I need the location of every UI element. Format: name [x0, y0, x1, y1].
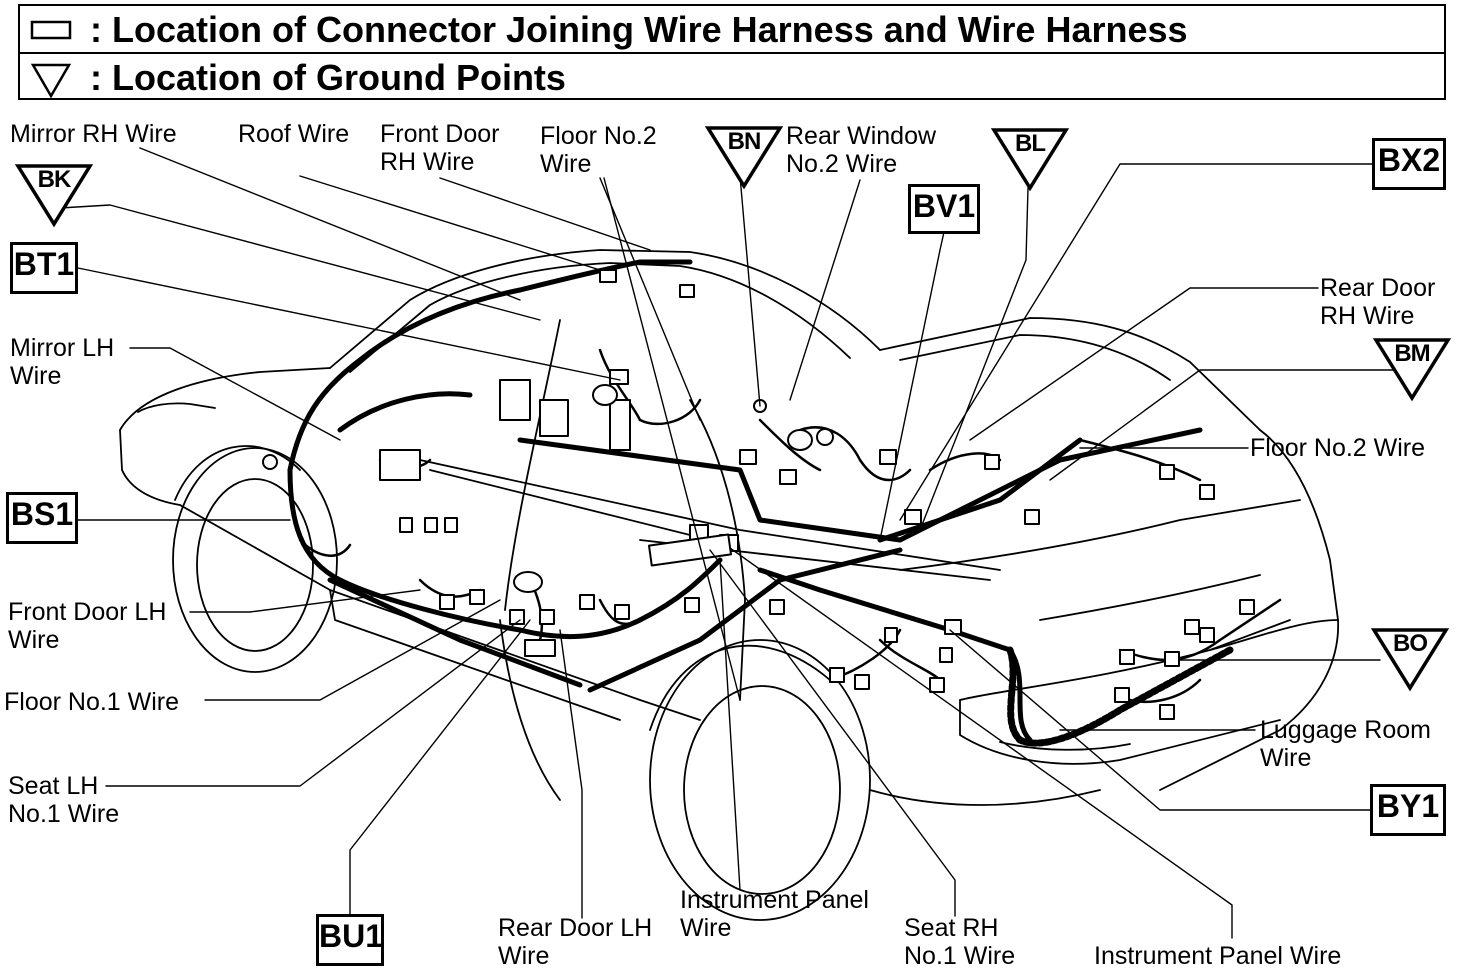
connector-blocks	[262, 269, 1255, 720]
ground-point-bo: BO	[1370, 626, 1450, 696]
ground-bo-label: BO	[1393, 630, 1428, 657]
rectangle-icon	[30, 14, 74, 49]
connector-by1: BY1	[1370, 784, 1446, 836]
label-front-door-lh-wire: Front Door LH Wire	[8, 598, 167, 654]
ground-bk-label: BK	[37, 166, 72, 193]
connector-bt1: BT1	[10, 242, 78, 294]
label-floor-no2-wire-right: Floor No.2 Wire	[1250, 434, 1426, 462]
ground-point-bm: BM	[1372, 336, 1452, 406]
wire-harness	[287, 259, 1203, 743]
label-luggage-room-wire: Luggage Room Wire	[1260, 716, 1431, 772]
car-body	[119, 249, 1339, 921]
connector-bv1: BV1	[908, 184, 980, 234]
label-floor-no2-wire-top: Floor No.2 Wire	[540, 122, 657, 178]
label-instrument-panel-wire-bottom: Instrument Panel Wire	[1094, 942, 1342, 970]
ground-bl-label: BL	[1015, 130, 1046, 157]
label-instrument-panel-wire-mid: Instrument Panel Wire	[680, 886, 869, 942]
ground-bm-label: BM	[1394, 340, 1430, 367]
legend-ground-row: : Location of Ground Points	[20, 54, 1444, 100]
triangle-down-icon	[30, 62, 74, 103]
legend-connector-row: : Location of Connector Joining Wire Har…	[20, 6, 1444, 54]
label-rear-door-rh-wire: Rear Door RH Wire	[1320, 274, 1436, 330]
label-seat-rh-no1-wire: Seat RH No.1 Wire	[904, 914, 1016, 970]
connector-bs1: BS1	[6, 492, 78, 544]
label-floor-no1-wire: Floor No.1 Wire	[4, 688, 180, 716]
label-rear-door-lh-wire: Rear Door LH Wire	[498, 914, 653, 970]
label-seat-lh-no1-wire: Seat LH No.1 Wire	[8, 772, 120, 828]
luggage-room-harness	[1006, 646, 1234, 747]
label-mirror-lh-wire: Mirror LH Wire	[10, 334, 115, 390]
connector-bx2: BX2	[1372, 138, 1446, 190]
legend-connector-text: : Location of Connector Joining Wire Har…	[90, 9, 1188, 50]
label-roof-wire: Roof Wire	[238, 120, 350, 148]
connector-bu1: BU1	[316, 914, 384, 966]
ground-point-bn: BN	[704, 124, 784, 194]
label-rear-window-no2-wire: Rear Window No.2 Wire	[786, 122, 937, 178]
leader-lines	[59, 147, 1411, 939]
ground-point-bk: BK	[14, 162, 94, 232]
legend-box: : Location of Connector Joining Wire Har…	[18, 4, 1446, 100]
label-mirror-rh-wire: Mirror RH Wire	[10, 120, 177, 148]
ground-point-bl: BL	[990, 126, 1070, 196]
legend-ground-text: : Location of Ground Points	[90, 57, 566, 98]
label-front-door-rh-wire: Front Door RH Wire	[380, 120, 500, 176]
ground-bn-label: BN	[727, 128, 762, 155]
